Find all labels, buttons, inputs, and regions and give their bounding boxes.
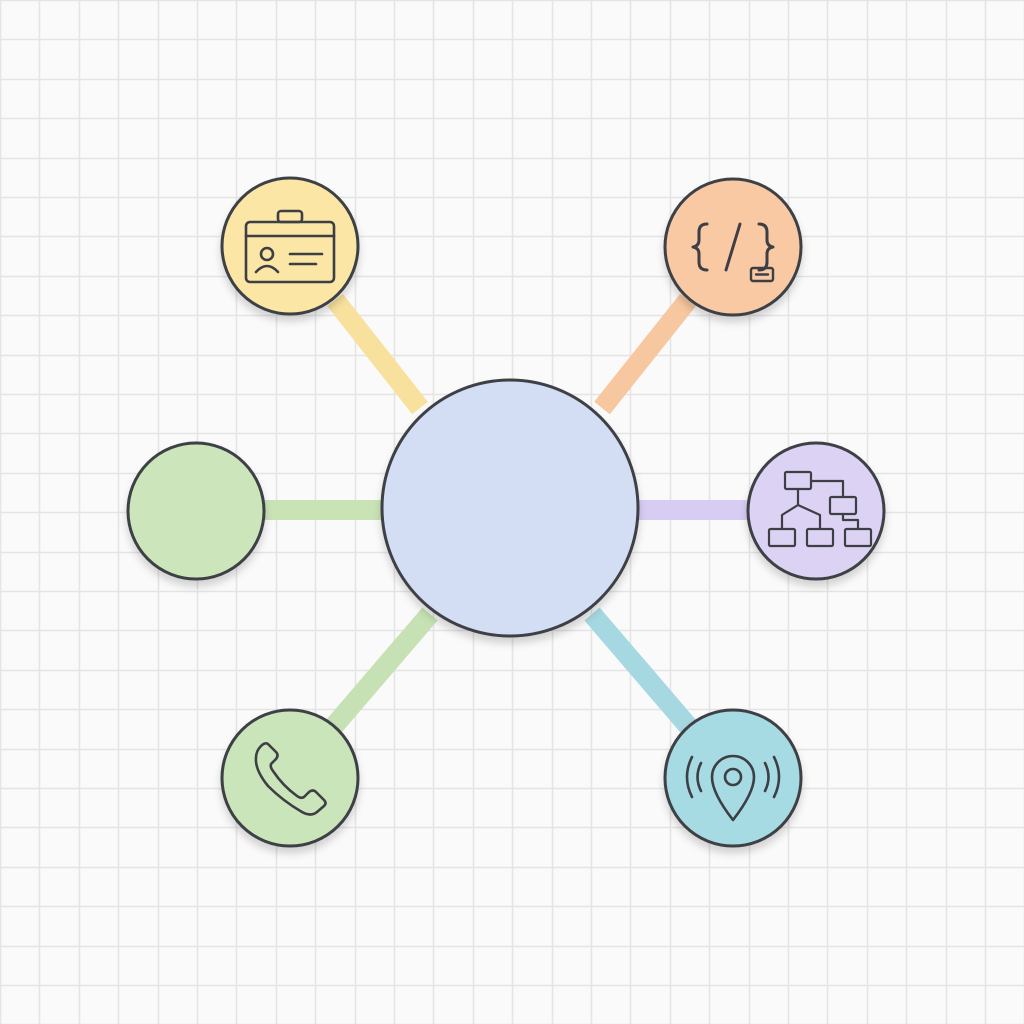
phone-icon	[254, 742, 327, 816]
code-icon	[691, 222, 775, 283]
spoke-location	[584, 607, 696, 733]
hub-node	[380, 378, 640, 638]
spoke-id-card	[327, 293, 428, 415]
node-id-card	[220, 176, 360, 316]
spoke-code	[594, 293, 696, 415]
spokes	[258, 293, 752, 733]
node-location	[663, 708, 803, 848]
node-hierarchy	[746, 441, 886, 581]
spoke-phone	[326, 607, 438, 733]
id-card-icon	[244, 209, 336, 284]
location-signal-icon	[685, 754, 781, 822]
hierarchy-icon	[767, 470, 873, 548]
node-code	[663, 177, 803, 317]
node-phone	[220, 708, 360, 848]
node-left-blank	[126, 441, 266, 581]
